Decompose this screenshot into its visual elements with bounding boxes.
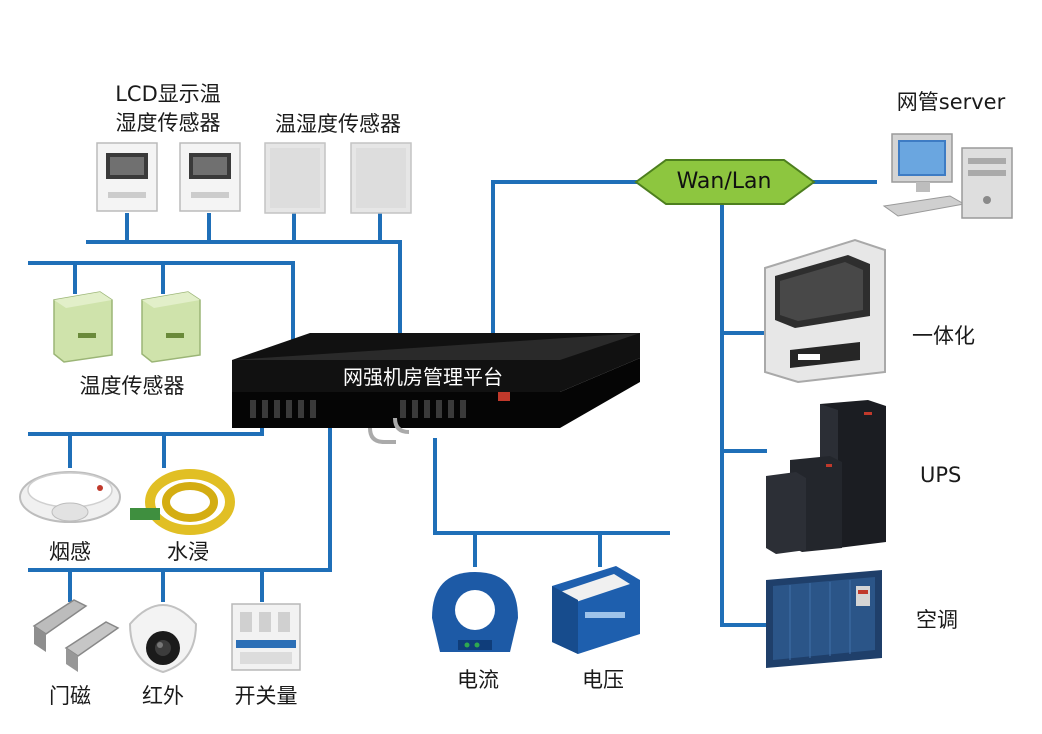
circuit-breaker-icon — [231, 603, 301, 671]
temp-sensor-icon-2 — [141, 291, 201, 363]
label-th-sensor: 温湿度传感器 — [275, 112, 401, 136]
wan-lan-hexagon — [634, 159, 816, 205]
th-sensor-icon-1 — [264, 142, 326, 214]
line-hub-network — [491, 180, 642, 347]
connection-lines — [28, 180, 877, 627]
line-door-bus — [28, 423, 332, 572]
label-switch: 开关量 — [234, 684, 298, 708]
infrared-camera-icon — [128, 604, 198, 674]
label-ac: 空调 — [916, 608, 958, 632]
hub-title: 网强机房管理平台 — [343, 365, 503, 389]
network-label: Wan/Lan — [676, 169, 772, 194]
line-smoke-bus — [28, 393, 264, 436]
th-sensor-icon-2 — [350, 142, 412, 214]
label-temp-sensor: 温度传感器 — [79, 374, 185, 398]
label-lcd-sensor: LCD显示温湿度传感器 — [115, 80, 221, 138]
temp-sensor-icon-1 — [53, 291, 113, 363]
server-computer-icon — [882, 133, 1013, 219]
label-server: 网管server — [896, 90, 1006, 114]
smoke-detector-icon — [19, 471, 121, 523]
line-temp-bus — [28, 261, 295, 362]
label-lcd-sensor-text: LCD显示温湿度传感器 — [115, 82, 221, 135]
integrated-cabinet-icon — [764, 238, 886, 384]
label-integrated: 一体化 — [912, 324, 975, 348]
hub-device — [232, 333, 640, 444]
line-cv-bus — [433, 438, 670, 535]
voltage-sensor-icon — [552, 566, 640, 654]
door-magnet-icon — [32, 599, 120, 672]
label-door: 门磁 — [49, 684, 91, 708]
ups-icon — [766, 400, 886, 554]
label-infrared: 红外 — [142, 684, 184, 708]
label-ups: UPS — [920, 463, 962, 487]
line-top-sensor-bus — [86, 240, 402, 354]
water-sensor-icon — [130, 469, 235, 535]
lcd-sensor-icon-2 — [179, 142, 241, 212]
lcd-sensor-icon-1 — [96, 142, 158, 212]
label-smoke: 烟感 — [49, 540, 91, 564]
label-water: 水浸 — [167, 540, 209, 564]
label-current: 电流 — [457, 668, 499, 692]
current-sensor-icon — [432, 572, 518, 652]
label-voltage: 电压 — [582, 668, 624, 692]
air-conditioner-icon — [766, 570, 882, 668]
line-right-trunk — [720, 203, 767, 627]
